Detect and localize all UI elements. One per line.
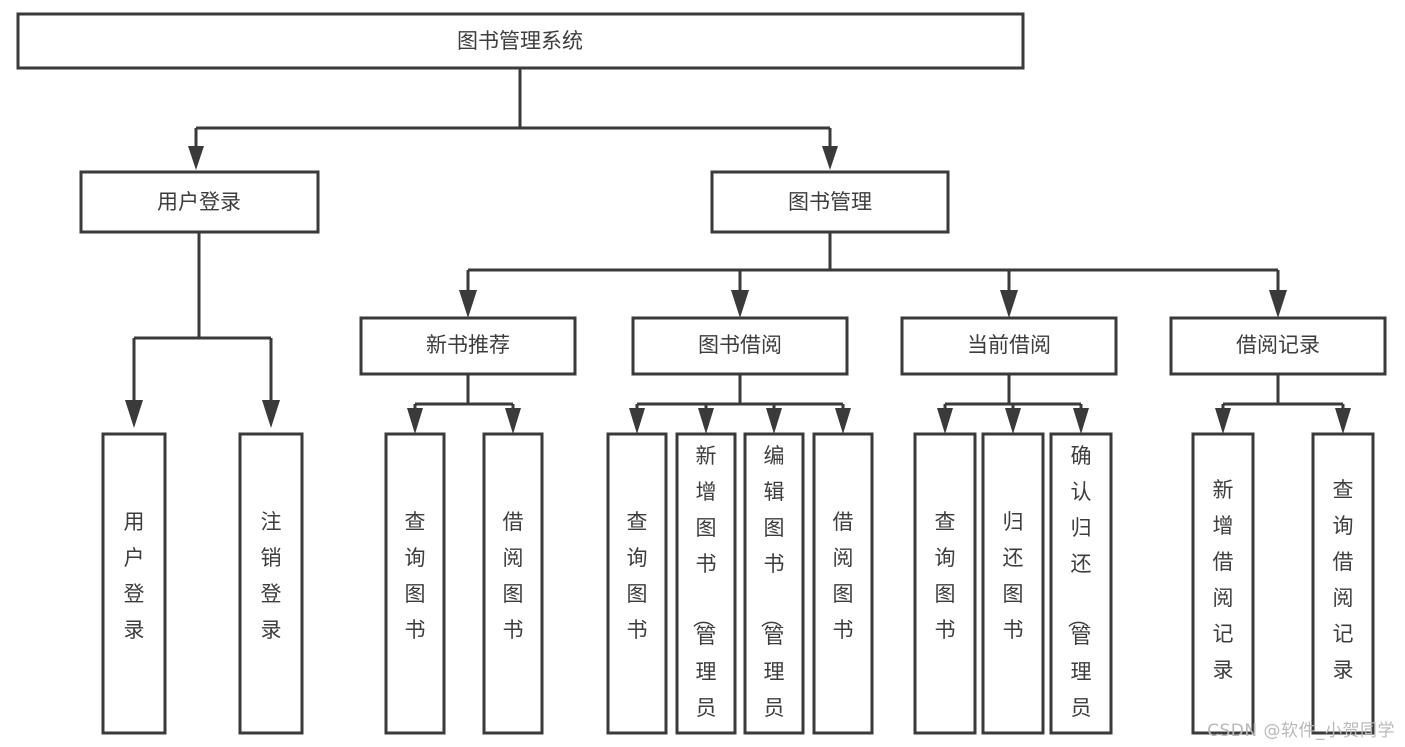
leaf-borrow-book-1[interactable]: 借阅图书 bbox=[482, 432, 544, 735]
leaf-add-record[interactable]: 新增借阅记录 bbox=[1191, 432, 1255, 735]
connector-book-manage-to-level2 bbox=[459, 232, 1287, 318]
connector-current-borrow-to-leaves bbox=[937, 374, 1089, 434]
current-borrow-box bbox=[900, 316, 1118, 376]
leaf-logout-login-label: 注销登录 bbox=[261, 510, 282, 642]
leaf-add-record-box bbox=[1191, 432, 1255, 735]
arrow-to-leaf-logout-login bbox=[262, 400, 280, 428]
leaf-query-record[interactable]: 查询借阅记录 bbox=[1311, 432, 1375, 735]
arrow-to-current-borrow bbox=[1000, 290, 1018, 318]
leaf-query-book-1[interactable]: 查询图书 bbox=[384, 432, 446, 735]
leaf-edit-book[interactable]: 编辑图书（管理员） bbox=[743, 432, 805, 747]
connector-root-to-level1 bbox=[188, 68, 838, 170]
arrow-to-book-borrow bbox=[731, 290, 749, 318]
leaf-user-login[interactable]: 用户登录 bbox=[101, 432, 167, 735]
node-user-login[interactable]: 用户登录 bbox=[79, 170, 320, 234]
current-borrow-label: 当前借阅 bbox=[967, 333, 1051, 357]
borrow-record-label: 借阅记录 bbox=[1236, 333, 1320, 357]
leaf-query-book-2-box bbox=[606, 432, 668, 735]
node-current-borrow[interactable]: 当前借阅 bbox=[900, 316, 1118, 376]
arrow-to-leaf-user-login bbox=[125, 400, 143, 428]
leaf-query-book-1-box bbox=[384, 432, 446, 735]
root-box bbox=[16, 12, 1025, 70]
leaf-confirm-return-label: 确认归还（管理员） bbox=[1066, 444, 1092, 747]
leaf-add-book-box bbox=[675, 432, 737, 735]
arrow-to-user-login bbox=[188, 146, 204, 170]
leaf-logout-login-box bbox=[238, 432, 304, 735]
arrow-to-leaf-add-book bbox=[698, 408, 714, 434]
arrow-to-leaf-borrow-book-2 bbox=[835, 408, 851, 434]
csdn-watermark: CSDN @软件_小贺同学 bbox=[1207, 721, 1395, 741]
leaf-user-login-box bbox=[101, 432, 167, 735]
arrow-to-leaf-borrow-book-1 bbox=[505, 408, 521, 434]
leaf-add-record-label: 新增借阅记录 bbox=[1213, 478, 1234, 682]
leaf-confirm-return-box bbox=[1049, 432, 1113, 735]
leaf-add-book-label: 新增图书（管理员） bbox=[691, 444, 717, 747]
new-book-recommend-box bbox=[359, 316, 577, 376]
leaf-edit-book-label: 编辑图书（管理员） bbox=[759, 444, 785, 747]
leaf-query-record-box bbox=[1311, 432, 1375, 735]
leaf-confirm-return[interactable]: 确认归还（管理员） bbox=[1049, 432, 1113, 747]
user-login-box bbox=[79, 170, 320, 234]
leaf-edit-book-box bbox=[743, 432, 805, 735]
node-root[interactable]: 图书管理系统 bbox=[16, 12, 1025, 70]
arrow-to-leaf-query-book-2 bbox=[629, 408, 645, 434]
leaf-query-book-2[interactable]: 查询图书 bbox=[606, 432, 668, 735]
leaf-query-book-3[interactable]: 查询图书 bbox=[913, 432, 977, 735]
arrow-to-leaf-add-record bbox=[1215, 408, 1231, 434]
connector-new-book-recommend-to-leaves bbox=[407, 374, 521, 434]
user-login-label: 用户登录 bbox=[157, 190, 241, 214]
leaf-borrow-book-1-box bbox=[482, 432, 544, 735]
root-label: 图书管理系统 bbox=[457, 29, 583, 53]
leaf-query-book-1-label: 查询图书 bbox=[405, 510, 426, 642]
node-new-book-recommend[interactable]: 新书推荐 bbox=[359, 316, 577, 376]
leaf-borrow-book-2-label: 借阅图书 bbox=[833, 510, 854, 642]
leaf-return-book[interactable]: 归还图书 bbox=[981, 432, 1045, 735]
book-manage-label: 图书管理 bbox=[788, 190, 872, 214]
arrow-to-book-manage bbox=[822, 146, 838, 170]
connector-borrow-record-to-leaves bbox=[1215, 374, 1351, 434]
leaf-query-record-label: 查询借阅记录 bbox=[1333, 478, 1354, 682]
leaf-borrow-book-2[interactable]: 借阅图书 bbox=[812, 432, 874, 735]
arrow-to-leaf-return-book bbox=[1005, 408, 1021, 434]
arrow-to-leaf-query-book-1 bbox=[407, 408, 423, 434]
arrow-to-leaf-edit-book bbox=[766, 408, 782, 434]
arrow-to-leaf-confirm-return bbox=[1073, 408, 1089, 434]
new-book-recommend-label: 新书推荐 bbox=[426, 333, 510, 357]
leaf-borrow-book-1-label: 借阅图书 bbox=[503, 510, 524, 642]
arrow-to-new-book-recommend bbox=[459, 290, 477, 318]
connector-book-borrow-to-leaves bbox=[629, 374, 851, 434]
connector-user-login-to-leaves bbox=[125, 232, 280, 428]
leaf-query-book-3-label: 查询图书 bbox=[935, 510, 956, 642]
node-book-manage[interactable]: 图书管理 bbox=[710, 170, 950, 234]
leaf-query-book-2-label: 查询图书 bbox=[627, 510, 648, 642]
arrow-to-leaf-query-book-3 bbox=[937, 408, 953, 434]
node-borrow-record[interactable]: 借阅记录 bbox=[1169, 316, 1387, 376]
leaf-borrow-book-2-box bbox=[812, 432, 874, 735]
leaf-query-book-3-box bbox=[913, 432, 977, 735]
leaf-return-book-label: 归还图书 bbox=[1003, 510, 1024, 642]
arrow-to-leaf-query-record bbox=[1335, 408, 1351, 434]
arrow-to-borrow-record bbox=[1269, 290, 1287, 318]
leaf-user-login-label: 用户登录 bbox=[124, 510, 145, 642]
book-borrow-label: 图书借阅 bbox=[698, 333, 782, 357]
leaf-add-book[interactable]: 新增图书（管理员） bbox=[675, 432, 737, 747]
node-book-borrow[interactable]: 图书借阅 bbox=[631, 316, 849, 376]
leaf-return-book-box bbox=[981, 432, 1045, 735]
leaf-logout-login[interactable]: 注销登录 bbox=[238, 432, 304, 735]
